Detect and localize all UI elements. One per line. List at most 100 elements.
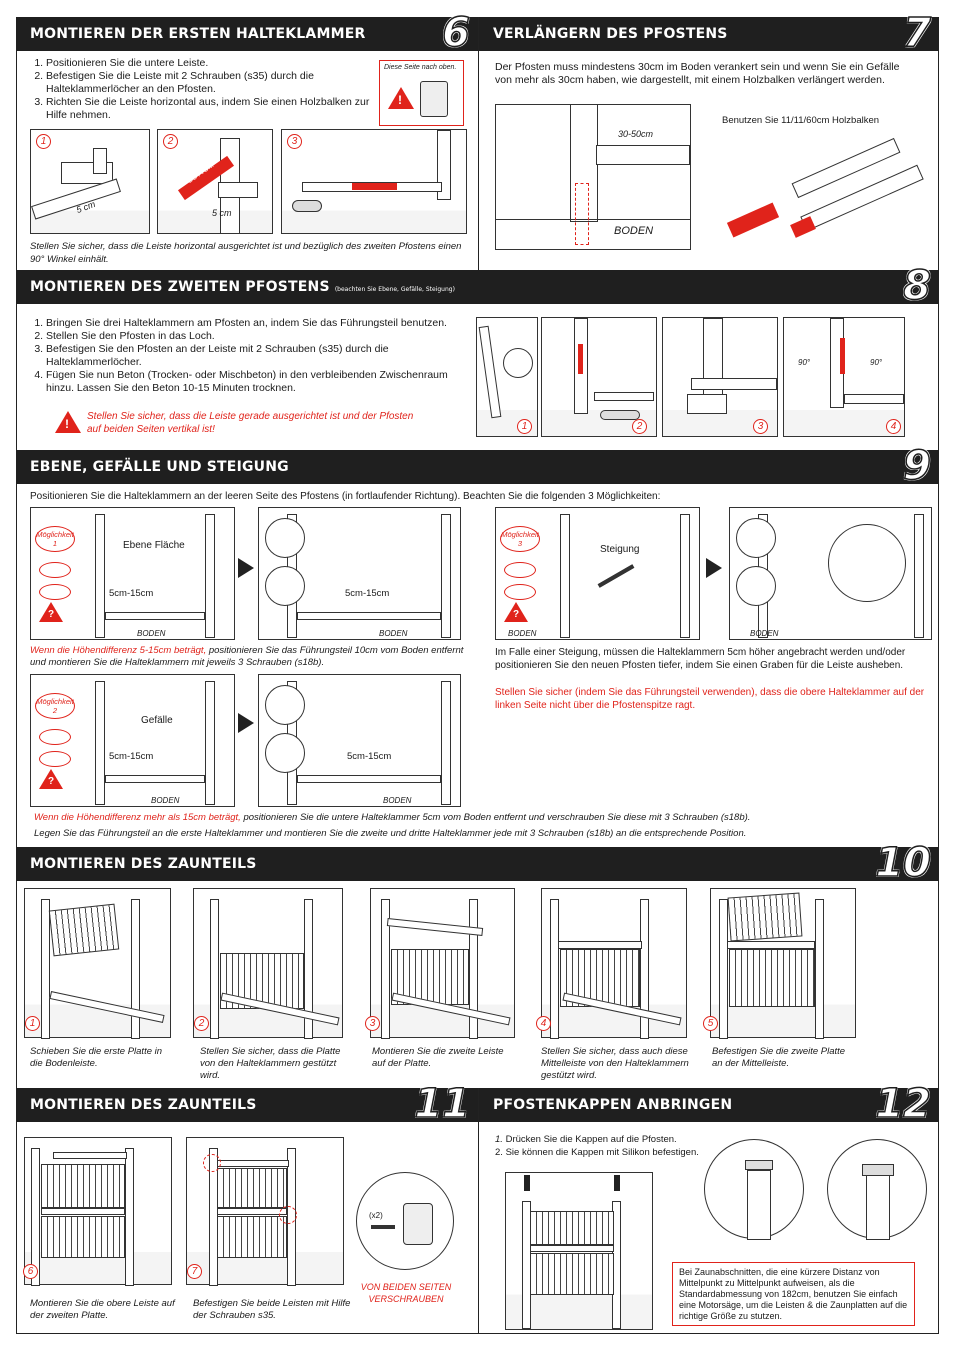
note-emphasis: Wenn die Höhendifferenz 5-15cm beträgt,: [30, 645, 207, 656]
section-8-title-wrap: Montieren des zweiten Pfostens (beachten…: [30, 279, 455, 295]
option-marker: [39, 562, 71, 578]
divider: [478, 17, 479, 270]
post: [815, 899, 824, 1039]
post: [478, 325, 502, 419]
post: [719, 899, 728, 1039]
rail: [297, 612, 441, 620]
rail: [105, 612, 205, 620]
option-badge: [35, 526, 75, 552]
post: [550, 899, 559, 1039]
arrow-right-icon: [706, 558, 722, 578]
caption: Befestigen Sie beide Leisten mit Hilfe d…: [193, 1298, 351, 1321]
figure-8-1: 1: [476, 317, 538, 437]
beam-extension: [575, 183, 589, 245]
figure-number: 6: [23, 1264, 38, 1279]
bracket: [93, 148, 107, 174]
guide-note: Legen Sie das Führungsteil an die erste …: [34, 828, 747, 839]
option-label: Möglichkeit 3: [501, 530, 539, 548]
figure-10-4: 4: [536, 888, 687, 1039]
range-label: 5cm-15cm: [109, 751, 154, 762]
post: [640, 899, 649, 1039]
figure-number: 7: [187, 1264, 202, 1279]
angle-label: 90°: [798, 358, 811, 367]
section-11-number: 11: [414, 1081, 471, 1127]
detail-circle: [265, 685, 305, 725]
figure-number: 1: [36, 134, 51, 149]
divider: [478, 1088, 479, 1334]
screw-marker: [279, 1206, 297, 1224]
rail: [691, 378, 777, 390]
option-badge: [35, 693, 75, 719]
figure-number: 2: [163, 134, 178, 149]
level-tool: [840, 338, 845, 374]
figure-8-3: 3: [662, 317, 778, 437]
ground-label: BODEN: [379, 629, 408, 638]
fence-panel: [530, 1211, 614, 1245]
section-6-title: Montieren der ersten Halteklammer: [30, 26, 366, 42]
top-rail: [217, 1160, 289, 1167]
figure-number: 4: [536, 1016, 551, 1031]
option-marker: [39, 729, 71, 745]
ground-label: BODEN: [137, 629, 166, 638]
post: [131, 899, 140, 1039]
second-post: [441, 514, 451, 638]
section-7-title: Verlängern des Pfostens: [493, 26, 728, 42]
step-number: 2.: [495, 1147, 503, 1158]
step-number: 1.: [495, 1134, 503, 1145]
ground-label: BODEN: [383, 796, 412, 805]
wood-block: [687, 394, 727, 414]
post-depth-figure: 30-50cm BODEN: [495, 104, 691, 250]
first-post: [95, 514, 105, 638]
detail-circle: [265, 566, 305, 606]
option-3-figure: Möglichkeit 3 ? Steigung BODEN: [495, 507, 700, 640]
section-7-header: Verlängern des Pfostens 7: [479, 12, 939, 54]
section-6-step: Positionieren Sie die untere Leiste.: [46, 57, 375, 70]
flat-label: Ebene Fläche: [123, 540, 185, 551]
warning-icon: !: [388, 87, 414, 109]
angle-label: 90°: [870, 358, 883, 367]
option-marker: [39, 584, 71, 600]
pickaxe-icon: [597, 564, 635, 588]
question-icon: ?: [504, 602, 528, 622]
note-text: positionieren Sie die untere Halteklamme…: [240, 812, 751, 823]
figure-10-5: 5: [703, 888, 856, 1039]
bracket-icon: [420, 81, 448, 117]
detail-circle: [503, 348, 533, 378]
figure-number: 2: [632, 419, 647, 434]
option-2-figure: Möglichkeit 2 ? Gefälle 5cm-15cm BODEN: [30, 674, 235, 807]
second-post: [205, 514, 215, 638]
ground-line: [496, 219, 690, 220]
level-tool: [352, 183, 397, 190]
option-label: Möglichkeit 1: [36, 530, 74, 548]
wood-block: [292, 200, 322, 212]
figure-number: 1: [25, 1016, 40, 1031]
section-12-header: Pfostenkappen anbringen 12: [479, 1083, 939, 1125]
section-11-header: Montieren des Zaunteils 11: [16, 1083, 478, 1125]
step-text: Sie können die Kappen mit Silikon befest…: [505, 1147, 699, 1158]
depth-label: 30-50cm: [618, 129, 654, 139]
post: [866, 1170, 890, 1240]
screw-icon: [371, 1225, 395, 1229]
rise-warning: Stellen Sie sicher (indem Sie das Führun…: [495, 687, 925, 711]
figure-10-3: 3: [365, 888, 515, 1039]
middle-rail: [558, 941, 642, 949]
cm-label: 5 cm: [212, 208, 232, 218]
detail-circle: [736, 518, 776, 558]
section-12-step-1: 1. Drücken Sie die Kappen auf die Pfoste…: [495, 1134, 915, 1146]
shortening-note: Bei Zaunabschnitten, die eine kürzere Di…: [672, 1262, 915, 1326]
question-icon: ?: [39, 769, 63, 789]
section-9-intro: Positionieren Sie die Halteklammern an d…: [30, 491, 661, 502]
down-arrow-icon: [524, 1175, 530, 1191]
bracket: [578, 344, 583, 374]
rail: [594, 392, 654, 401]
detail-circle: [736, 566, 776, 606]
figure-number: 1: [517, 419, 532, 434]
post: [304, 899, 313, 1039]
section-6-number: 6: [441, 10, 470, 56]
rail: [596, 145, 690, 165]
rail: [49, 991, 165, 1023]
option-2-note: Wenn die Höhendifferenz mehr als 15cm be…: [34, 812, 934, 824]
option-marker: [504, 562, 536, 578]
section-6-steps: Positionieren Sie die untere Leiste. Bef…: [30, 57, 375, 122]
rail: [105, 775, 205, 783]
